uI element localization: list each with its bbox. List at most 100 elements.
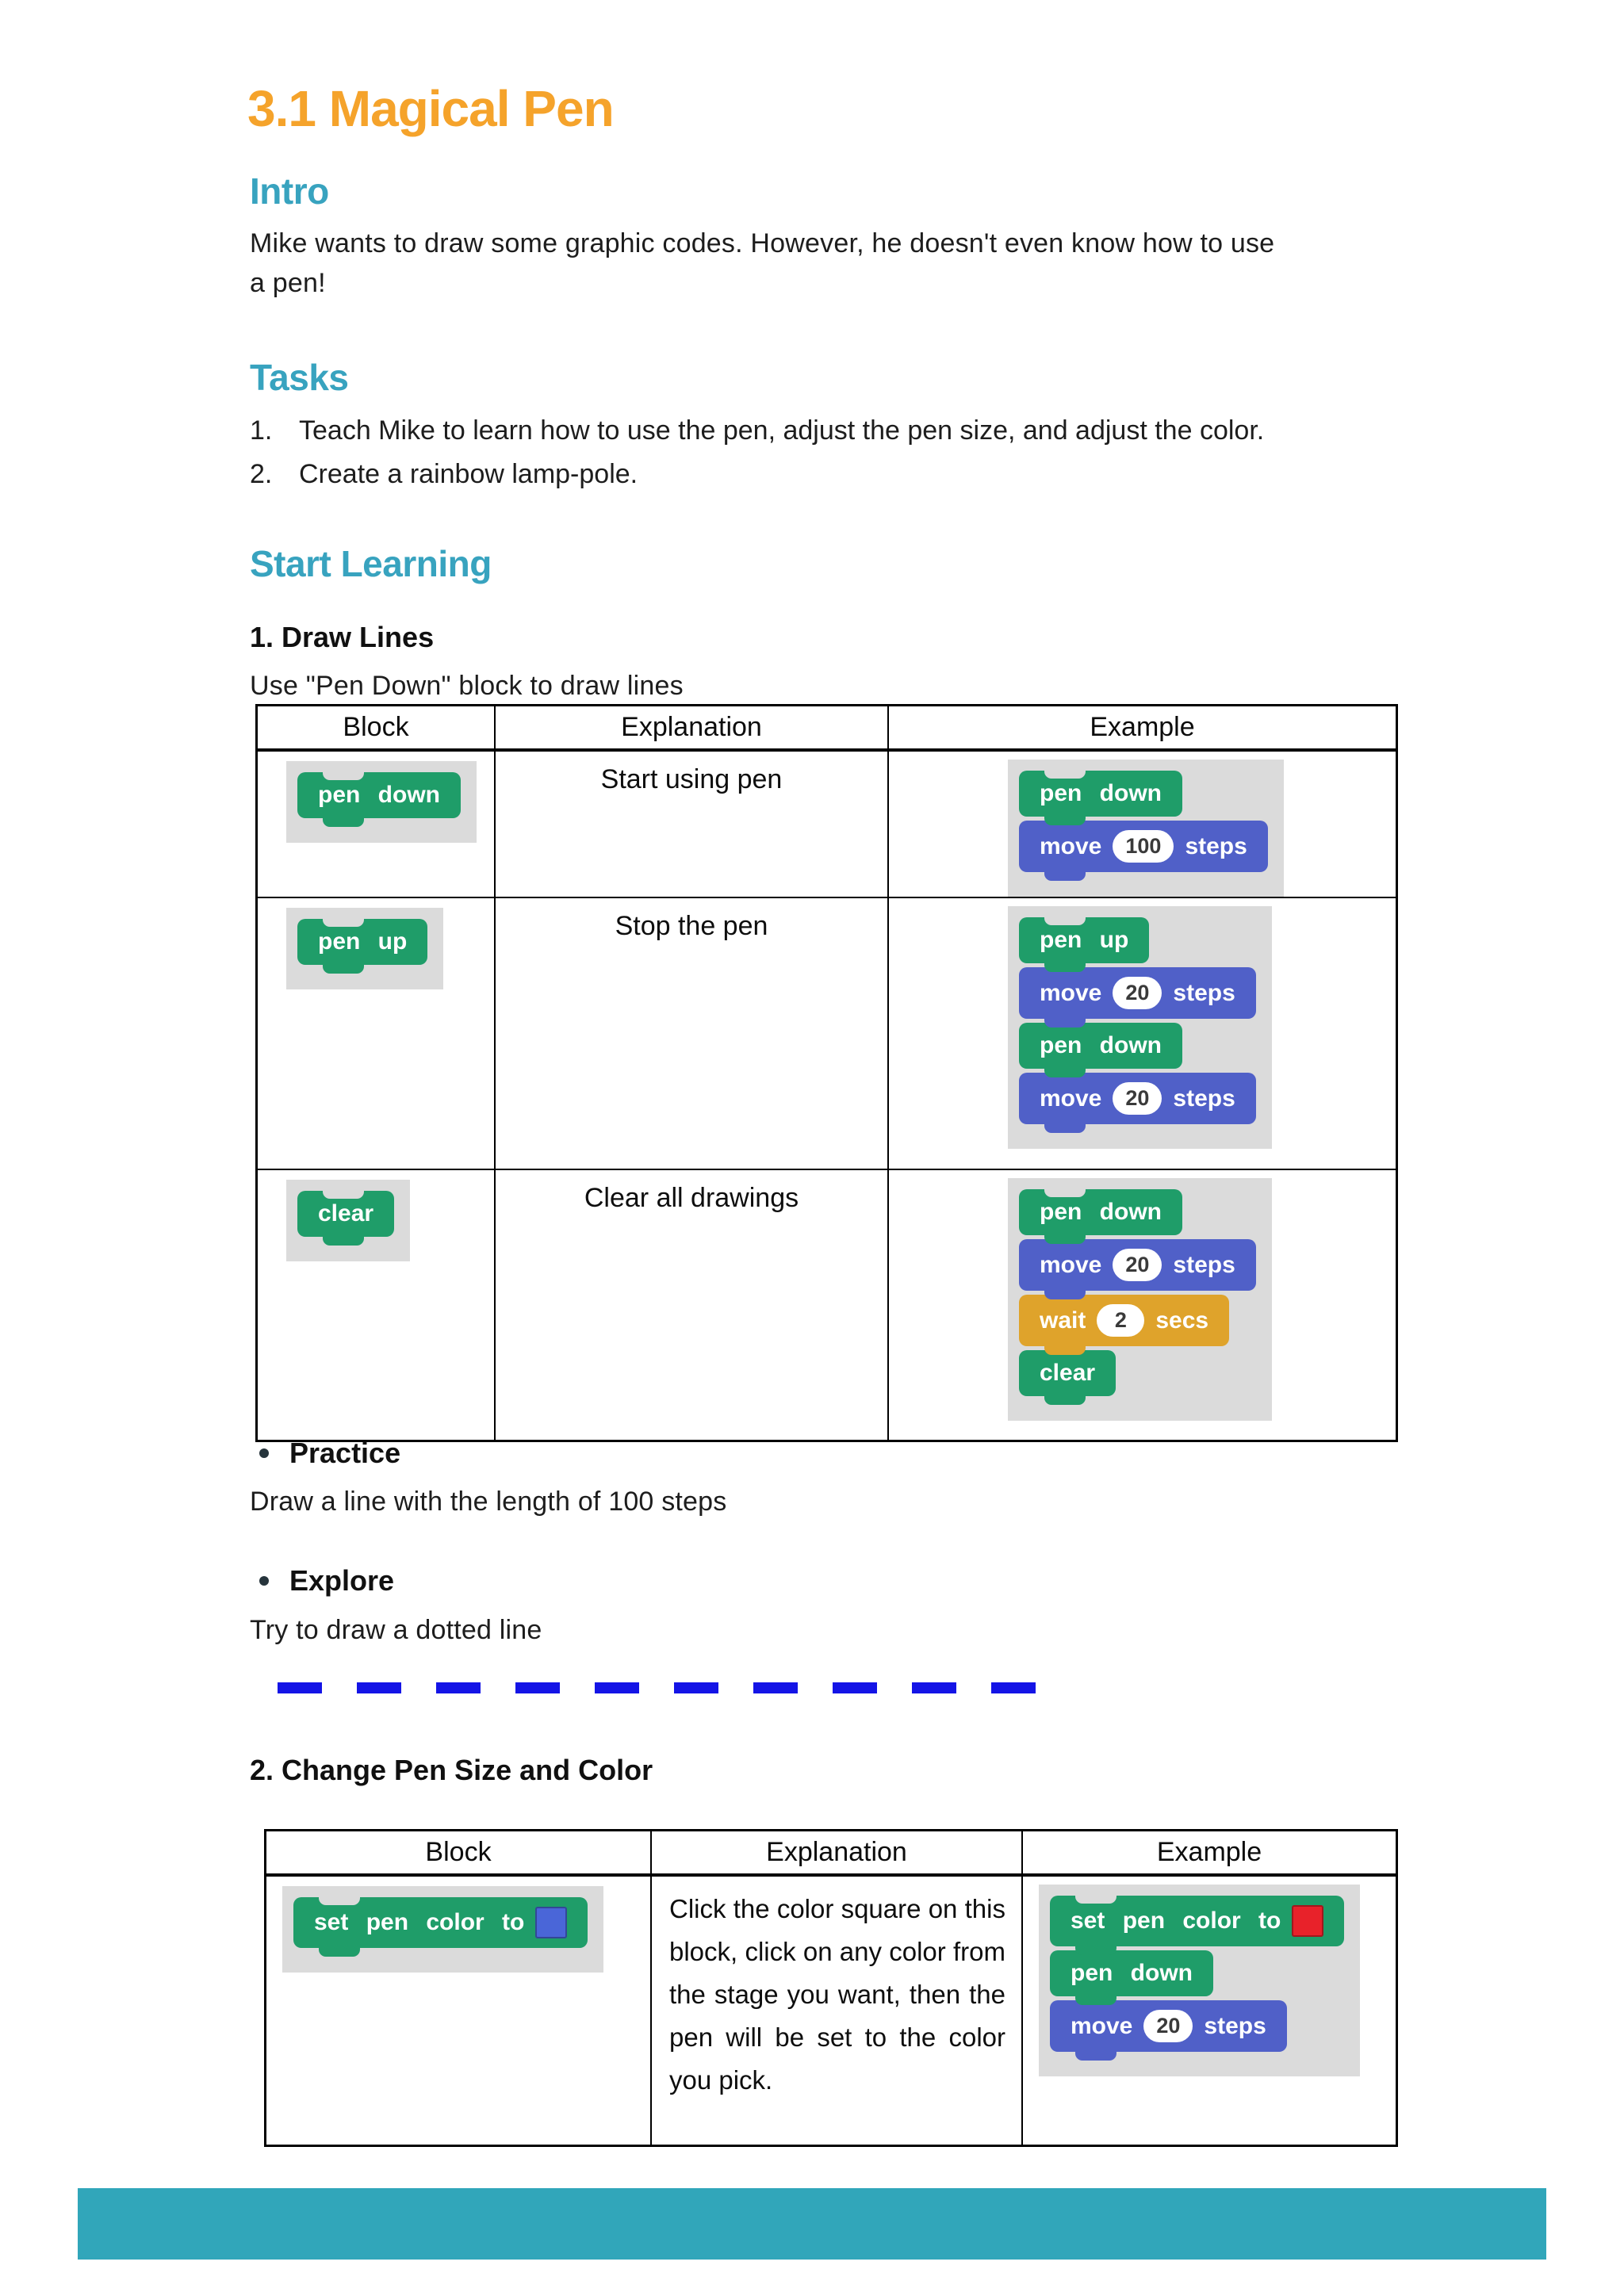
explanation-cell: Click the color square on this block, cl… xyxy=(650,1874,1023,2147)
scratch-block: clear xyxy=(297,1190,395,1246)
example-cell: pen up move 20 steps pen down move 20 steps xyxy=(887,897,1398,1170)
block-stack: pen up xyxy=(297,918,428,974)
block-cell: clear xyxy=(255,1169,496,1442)
block-label: pen up xyxy=(1040,927,1129,953)
task-text: Teach Mike to learn how to use the pen, … xyxy=(299,415,1265,446)
explanation-cell: Stop the pen xyxy=(494,897,889,1170)
block-label: pen up xyxy=(318,928,408,955)
block-label: pen down xyxy=(1040,780,1162,806)
task-number: 1. xyxy=(250,415,273,446)
scratch-screenshot-panel: pen down move 100 steps xyxy=(1008,760,1284,897)
scratch-block: wait 2 secs xyxy=(1019,1295,1230,1355)
explanation-cell: Clear all drawings xyxy=(494,1169,889,1442)
block-label: steps xyxy=(1185,832,1247,859)
intro-line-1: Mike wants to draw some graphic codes. H… xyxy=(250,228,1275,258)
column-header: Example xyxy=(1021,1829,1398,1877)
block-stack: set pen color to xyxy=(293,1896,588,1957)
explanation-cell: Start using pen xyxy=(494,749,889,898)
scratch-block: set pen color to xyxy=(1050,1895,1345,1955)
scratch-block: pen up xyxy=(297,918,428,974)
value-bubble: 20 xyxy=(1143,2010,1193,2042)
block-label: steps xyxy=(1173,1085,1235,1112)
explore-bullet-row: Explore xyxy=(259,1564,394,1598)
block-label: move xyxy=(1040,1251,1102,1278)
block-cell: pen up xyxy=(255,897,496,1170)
practice-bullet-row: Practice xyxy=(259,1437,400,1470)
block-stack: pen down xyxy=(297,771,461,827)
block-label: steps xyxy=(1204,2012,1266,2039)
block-label: set pen color to xyxy=(314,1909,525,1935)
block-label: move xyxy=(1040,1085,1102,1112)
block-label: set pen color to xyxy=(1071,1908,1281,1934)
block-label: move xyxy=(1040,979,1102,1006)
block-stack: clear xyxy=(297,1190,395,1246)
footer-bar xyxy=(78,2188,1546,2260)
scratch-block: move 20 steps xyxy=(1019,967,1256,1027)
block-label: pen down xyxy=(1040,1199,1162,1225)
value-bubble: 20 xyxy=(1113,977,1162,1009)
block-label: steps xyxy=(1173,979,1235,1006)
value-bubble: 20 xyxy=(1113,1249,1162,1281)
start-learning-heading: Start Learning xyxy=(250,543,492,584)
dotted-line-graphic xyxy=(278,1682,1071,1693)
value-bubble: 2 xyxy=(1097,1304,1145,1337)
scratch-block: pen up xyxy=(1019,916,1150,972)
scratch-screenshot-panel: pen up xyxy=(286,908,444,989)
scratch-block: pen down xyxy=(1019,1023,1182,1077)
draw-lines-subtitle: Use "Pen Down" block to draw lines xyxy=(250,671,684,701)
task-number: 2. xyxy=(250,459,273,489)
scratch-block: move 20 steps xyxy=(1019,1073,1256,1133)
intro-heading: Intro xyxy=(250,170,329,212)
explore-text: Try to draw a dotted line xyxy=(250,1615,542,1645)
column-header: Explanation xyxy=(494,704,889,752)
practice-text: Draw a line with the length of 100 steps xyxy=(250,1487,727,1517)
block-cell: set pen color to xyxy=(264,1874,652,2147)
color-swatch xyxy=(1292,1905,1324,1937)
block-label: move xyxy=(1040,832,1102,859)
column-header: Explanation xyxy=(650,1829,1023,1877)
value-bubble: 20 xyxy=(1113,1082,1162,1115)
scratch-block: move 100 steps xyxy=(1019,821,1268,881)
tasks-heading: Tasks xyxy=(250,357,349,398)
scratch-screenshot-panel: pen up move 20 steps pen down move 20 steps xyxy=(1008,906,1272,1149)
block-stack: pen down move 100 steps xyxy=(1019,770,1268,881)
block-label: pen down xyxy=(1040,1032,1162,1058)
column-header: Example xyxy=(887,704,1398,752)
block-label: clear xyxy=(318,1200,374,1226)
block-label: pen down xyxy=(1071,1960,1193,1986)
task-item: 2. Create a rainbow lamp-pole. xyxy=(250,453,1264,496)
draw-lines-heading: 1. Draw Lines xyxy=(250,621,435,653)
color-swatch xyxy=(535,1907,568,1938)
block-label: clear xyxy=(1040,1360,1096,1386)
block-cell: pen down xyxy=(255,749,496,898)
tasks-list: 1. Teach Mike to learn how to use the pe… xyxy=(250,409,1264,496)
bullet-dot xyxy=(259,1448,269,1458)
value-bubble: 100 xyxy=(1113,830,1174,863)
explore-label: Explore xyxy=(289,1564,395,1597)
bullet-dot xyxy=(259,1576,269,1586)
change-pen-heading: 2. Change Pen Size and Color xyxy=(250,1754,653,1786)
block-stack: set pen color to pen down move 20 steps xyxy=(1050,1895,1345,2061)
block-label: wait xyxy=(1040,1307,1086,1334)
scratch-block: move 20 steps xyxy=(1050,2000,1287,2061)
scratch-block: pen down xyxy=(1019,770,1182,825)
table-row: pen up Stop the pen pen up move 20 steps pen d… xyxy=(255,897,1398,1170)
block-label: move xyxy=(1071,2012,1133,2039)
scratch-block: pen down xyxy=(297,771,461,827)
block-label: secs xyxy=(1155,1307,1209,1334)
scratch-screenshot-panel: pen down xyxy=(286,761,477,843)
task-item: 1. Teach Mike to learn how to use the pe… xyxy=(250,409,1264,453)
scratch-block: pen down xyxy=(1019,1188,1182,1244)
example-cell: set pen color to pen down move 20 steps xyxy=(1021,1874,1398,2147)
scratch-screenshot-panel: set pen color to xyxy=(282,1886,604,1973)
page-title: 3.1 Magical Pen xyxy=(247,80,615,137)
